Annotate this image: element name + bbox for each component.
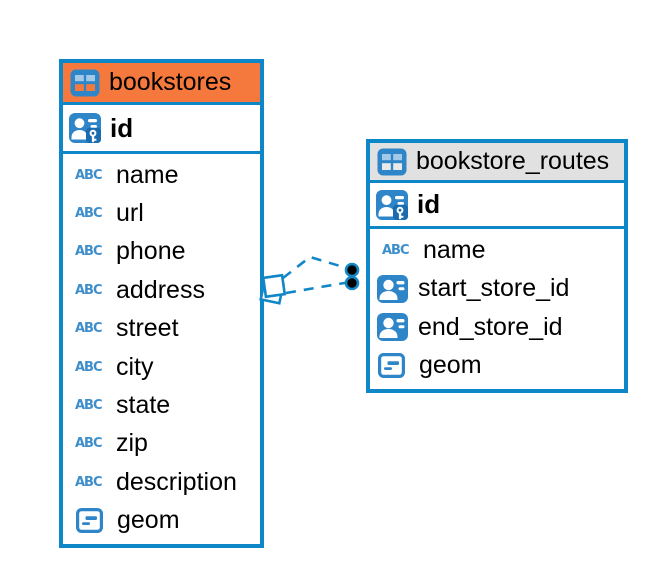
table-bookstores[interactable]: bookstores id ABC name ABC url ABC phone… <box>59 59 264 548</box>
column-row[interactable]: geom <box>370 347 624 386</box>
abc-icon: ABC <box>75 167 102 183</box>
columns-list: ABC name ABC url ABC phone ABC address A… <box>63 154 260 544</box>
column-row[interactable]: ABC zip <box>63 425 260 463</box>
abc-icon: ABC <box>75 436 102 452</box>
relationship-diamond-marker[interactable] <box>259 273 287 305</box>
column-row-pk[interactable]: id <box>370 183 624 229</box>
column-label: zip <box>116 429 148 458</box>
abc-icon: ABC <box>75 359 102 375</box>
column-row[interactable]: end_store_id <box>370 308 624 347</box>
abc-icon: ABC <box>75 398 102 414</box>
abc-icon: ABC <box>75 474 102 490</box>
column-label: street <box>116 314 179 343</box>
table-bookstore-routes-header[interactable]: bookstore_routes <box>370 143 624 183</box>
column-label: city <box>116 352 154 381</box>
column-label: phone <box>116 237 186 266</box>
column-row[interactable]: ABC name <box>370 231 624 270</box>
relationship-dashed-lines[interactable] <box>282 255 351 295</box>
table-bookstores-header[interactable]: bookstores <box>63 63 260 105</box>
column-label: name <box>423 235 486 264</box>
column-label: geom <box>117 506 180 535</box>
abc-icon: ABC <box>75 206 102 222</box>
column-row[interactable]: ABC description <box>63 463 260 501</box>
columns-list: ABC name start_store_id end_store_id geo… <box>370 229 624 389</box>
primary-key-icon <box>376 190 408 220</box>
object-type-icon <box>76 508 103 533</box>
object-type-icon <box>378 353 405 378</box>
column-label: url <box>116 199 144 228</box>
column-label: state <box>116 391 171 420</box>
table-icon <box>377 148 407 176</box>
column-label: start_store_id <box>418 274 570 303</box>
column-row[interactable]: ABC street <box>63 310 260 348</box>
column-row-pk[interactable]: id <box>63 105 260 154</box>
column-row[interactable]: ABC phone <box>63 233 260 271</box>
table-title: bookstores <box>109 68 232 96</box>
column-row[interactable]: ABC state <box>63 386 260 424</box>
column-label: address <box>116 275 205 304</box>
abc-icon: ABC <box>75 321 102 337</box>
relationship-dot-markers[interactable] <box>344 262 360 291</box>
column-label: id <box>417 189 441 219</box>
abc-icon: ABC <box>382 242 409 258</box>
person-card-icon <box>377 313 408 341</box>
table-icon <box>70 69 100 97</box>
table-bookstore-routes[interactable]: bookstore_routes id ABC name start_store… <box>366 139 628 393</box>
column-label: name <box>116 160 179 189</box>
person-card-icon <box>377 275 408 303</box>
table-title: bookstore_routes <box>416 147 610 175</box>
column-row[interactable]: ABC name <box>63 156 260 194</box>
abc-icon: ABC <box>75 244 102 260</box>
abc-icon: ABC <box>75 282 102 298</box>
column-row[interactable]: ABC address <box>63 271 260 309</box>
column-row[interactable]: ABC url <box>63 194 260 232</box>
column-label: geom <box>419 351 482 380</box>
column-label: description <box>116 467 237 496</box>
column-row[interactable]: ABC city <box>63 348 260 386</box>
primary-key-icon <box>69 113 101 143</box>
column-row[interactable]: geom <box>63 502 260 540</box>
column-label: end_store_id <box>418 312 563 341</box>
column-label: id <box>110 112 134 143</box>
column-row[interactable]: start_store_id <box>370 270 624 309</box>
